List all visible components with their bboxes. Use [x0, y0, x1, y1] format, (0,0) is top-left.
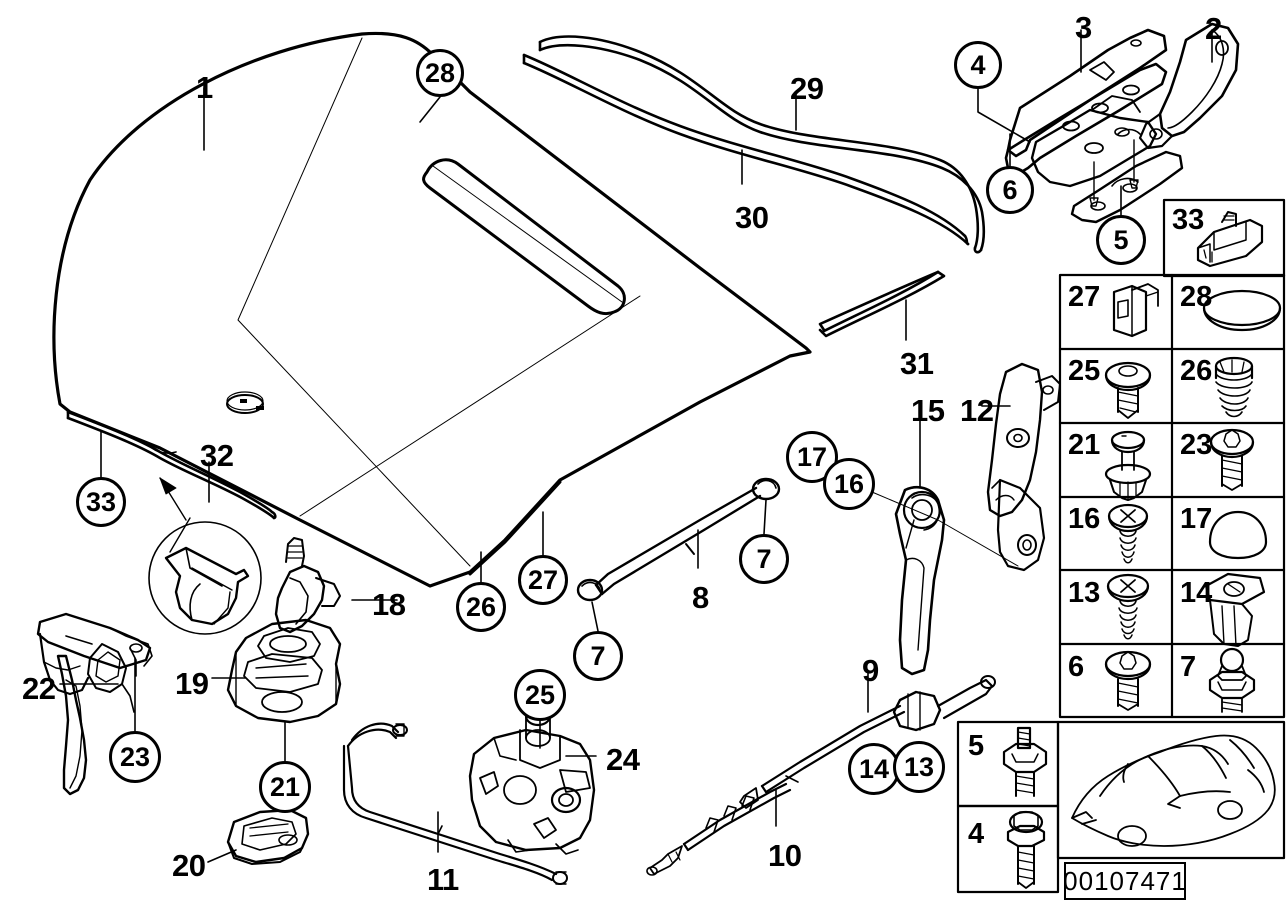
part-number-29: 29 [790, 71, 824, 106]
part-number-1: 1 [196, 70, 213, 105]
icon-spring-grommet [1214, 356, 1254, 418]
icon-pan-screw [1104, 361, 1152, 419]
callout-bubble-5[interactable]: 5 [1096, 215, 1146, 265]
hood-hinge-assembly [1004, 22, 1240, 224]
grid-part-number-26[interactable]: 26 [1180, 355, 1213, 387]
hood-badge-hole [226, 391, 264, 414]
part-number-15: 15 [911, 393, 945, 428]
part-number-2: 2 [1205, 11, 1222, 46]
grid-part-number-13[interactable]: 13 [1068, 577, 1101, 609]
part-number-20: 20 [172, 848, 206, 883]
callout-bubble-23[interactable]: 23 [109, 731, 161, 783]
icon-torx-pan-screw [1104, 650, 1152, 711]
grid-part-number-17[interactable]: 17 [1180, 503, 1213, 535]
callout-bubble-6[interactable]: 6 [986, 166, 1034, 214]
release-cable-9 [739, 675, 996, 809]
icon-connector-housing [1196, 211, 1264, 268]
icon-square-grommet [1204, 572, 1266, 647]
icon-flange-bolt [1006, 810, 1046, 889]
callout-bubble-7[interactable]: 7 [573, 631, 623, 681]
part-number-31: 31 [900, 346, 934, 381]
hood-vent-slot [422, 158, 626, 316]
seal-strip-31 [818, 270, 946, 338]
grid-part-number-28[interactable]: 28 [1180, 281, 1213, 313]
icon-expanding-rivet [1104, 430, 1152, 501]
diagram-id-box: 00107471 [1063, 862, 1186, 900]
icon-car-silhouette [1071, 734, 1276, 847]
hood-striker-20 [226, 808, 310, 865]
hood-lock-hook-18 [274, 537, 341, 634]
latch-rod-11 [342, 722, 568, 885]
icon-clip-bracket [1112, 283, 1159, 338]
icon-phillips-screw [1107, 503, 1149, 564]
part-number-12: 12 [960, 393, 994, 428]
gas-strut-8 [576, 477, 781, 602]
callout-bubble-33[interactable]: 33 [76, 477, 126, 527]
seal-strip-32 [66, 410, 277, 520]
callout-bubble-7[interactable]: 7 [739, 534, 789, 584]
part-number-18: 18 [372, 587, 406, 622]
icon-round-cap [1208, 510, 1268, 560]
icon-phillips-screw-long [1106, 573, 1150, 640]
callout-bubble-21[interactable]: 21 [259, 761, 311, 813]
grid-part-number-14[interactable]: 14 [1180, 577, 1213, 609]
callout-bubble-26[interactable]: 26 [456, 582, 506, 632]
hood-panel-outline [52, 31, 812, 588]
icon-hex-bolt [1002, 726, 1048, 797]
callout-bubble-16[interactable]: 16 [823, 458, 875, 510]
grid-part-number-23[interactable]: 23 [1180, 429, 1213, 461]
callout-bubble-25[interactable]: 25 [514, 669, 566, 721]
seal-cross-section-detail [148, 477, 262, 635]
part-number-24: 24 [606, 742, 640, 777]
leader-lines [59, 29, 1213, 863]
grid-part-number-16[interactable]: 16 [1068, 503, 1101, 535]
part-number-8: 8 [692, 580, 709, 615]
callout-bubble-27[interactable]: 27 [518, 555, 568, 605]
icon-oval-plug [1202, 289, 1282, 332]
part-number-22: 22 [22, 671, 56, 706]
part-number-30: 30 [735, 200, 769, 235]
hood-latch-24 [468, 705, 596, 855]
grid-part-number-4[interactable]: 4 [968, 818, 985, 850]
hinge-link-15 [894, 486, 946, 676]
grid-part-number-25[interactable]: 25 [1068, 355, 1101, 387]
part-number-11: 11 [427, 862, 459, 897]
parts-grid-frame [956, 198, 1286, 894]
part-number-9: 9 [862, 653, 879, 688]
callout-bubble-17[interactable]: 17 [786, 431, 838, 483]
grid-part-number-21[interactable]: 21 [1068, 429, 1101, 461]
icon-ball-stud-nut [1208, 647, 1256, 713]
grid-part-number-27[interactable]: 27 [1068, 281, 1101, 313]
callout-bubble-4[interactable]: 4 [954, 41, 1002, 89]
release-cable-10 [646, 782, 792, 876]
hood-catch-19 [226, 618, 342, 724]
grid-part-number-6[interactable]: 6 [1068, 651, 1085, 683]
part-number-3: 3 [1075, 10, 1092, 45]
part-number-19: 19 [175, 666, 209, 701]
grid-part-number-33[interactable]: 33 [1172, 204, 1205, 236]
icon-torx-screw [1209, 428, 1255, 491]
seal-strip-30 [522, 53, 970, 246]
grid-part-number-7[interactable]: 7 [1180, 651, 1197, 683]
latch-bracket-22 [36, 612, 153, 796]
grid-part-number-5[interactable]: 5 [968, 730, 985, 762]
seal-strip-29 [538, 35, 986, 254]
part-number-32: 32 [200, 438, 234, 473]
callout-bubble-28[interactable]: 28 [416, 49, 464, 97]
part-number-10: 10 [768, 838, 802, 873]
callout-bubble-13[interactable]: 13 [893, 741, 945, 793]
